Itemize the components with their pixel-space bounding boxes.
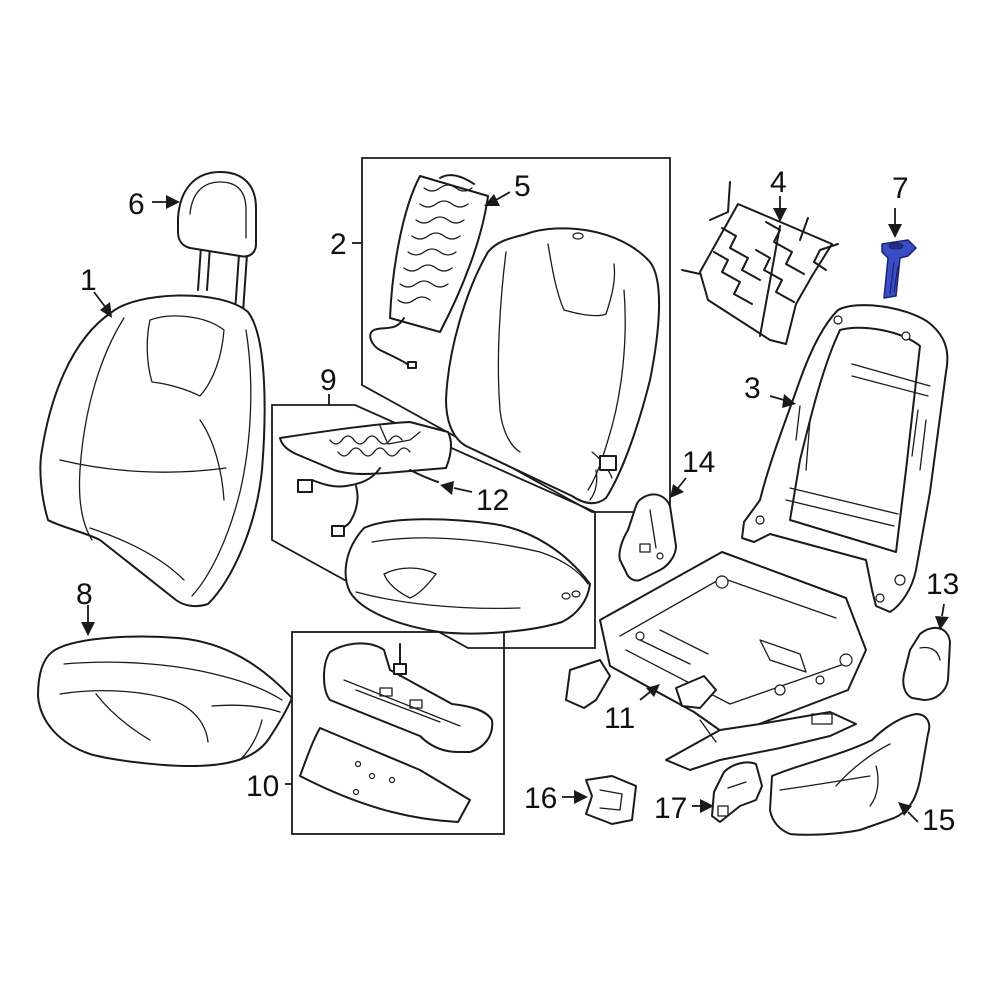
callout-14: 14 [682, 446, 715, 479]
callout-7: 7 [892, 172, 909, 205]
part-12-cushion-pad[interactable] [344, 518, 591, 635]
callout-15: 15 [922, 804, 955, 837]
part-6-headrest[interactable] [177, 171, 257, 313]
part-8-seat-cushion-cover[interactable] [37, 635, 293, 767]
part-3-seatback-frame[interactable] [741, 304, 949, 613]
part-15-side-trim-shield[interactable] [769, 713, 931, 836]
callout-4: 4 [770, 166, 787, 199]
callout-16: 16 [524, 782, 557, 815]
part-9-cushion-heater[interactable] [279, 421, 453, 537]
callout-11: 11 [604, 702, 635, 735]
part-16-clip[interactable] [585, 775, 637, 825]
callout-3: 3 [744, 372, 761, 405]
part-5-seatback-heater[interactable] [369, 174, 489, 369]
leader-lines [81, 191, 949, 823]
callout-8: 8 [76, 578, 93, 611]
callout-12: 12 [476, 484, 509, 517]
part-14-shield-bracket[interactable] [618, 493, 677, 582]
group-box-9 [271, 404, 596, 649]
callout-labels: 1 2 3 4 5 6 7 8 9 10 11 12 13 14 15 16 1… [76, 166, 959, 837]
callout-6: 6 [128, 188, 145, 221]
part-11-seat-track[interactable] [565, 551, 867, 771]
callout-10: 10 [246, 770, 279, 803]
group-box-10 [291, 631, 505, 835]
part-13-recliner-cover[interactable] [902, 626, 951, 701]
part-4-spring-mat[interactable] [681, 181, 839, 345]
part-17-switch[interactable] [711, 761, 763, 823]
callout-13: 13 [926, 568, 959, 601]
callout-5: 5 [514, 170, 531, 203]
part-2-seatback-pad[interactable] [445, 227, 660, 504]
part-10-cushion-pan[interactable] [299, 642, 494, 823]
group-box-2 [361, 157, 671, 513]
part-1-seat-back-cover[interactable] [39, 294, 266, 608]
callout-9: 9 [320, 364, 337, 397]
callout-1: 1 [80, 264, 97, 297]
part-7-headrest-guide[interactable] [881, 239, 917, 299]
callout-2: 2 [330, 228, 347, 261]
callout-17: 17 [654, 792, 687, 825]
